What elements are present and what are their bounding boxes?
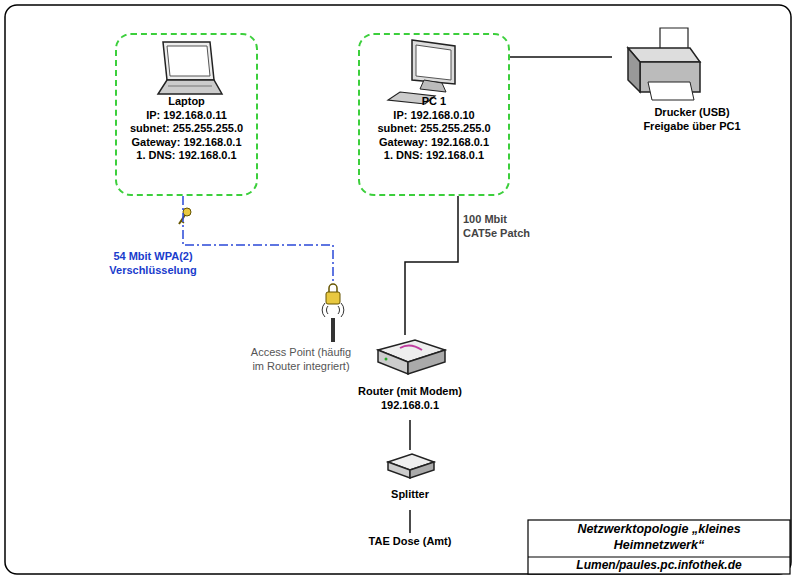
node-text: 192.168.0.1 [350,399,470,413]
node-text: Freigabe über PC1 [612,120,772,134]
connector-line [405,196,458,335]
pc-icon [388,40,455,104]
node-text: TAE Dose (Amt) [340,535,480,549]
access-point-icon [322,284,344,342]
node-text: Router (mit Modem) [350,385,470,399]
key-icon [179,208,191,224]
node-text: subnet: 255.255.255.0 [117,122,256,136]
node-text: PC 1 [360,95,508,109]
wall-socket-node: TAE Dose (Amt) [340,533,480,557]
connector-line [510,56,612,58]
edge-label: 100 Mbit CAT5e Patch [463,213,543,240]
connector-line [183,196,333,282]
title-text: Netzwerktopologie „kleines Heimnetzwerk“ [563,521,755,553]
node-text: Access Point (häufig im Router integrier… [245,346,358,373]
node-text: Gateway: 192.168.0.1 [360,136,508,150]
printer-icon [628,28,700,100]
node-text: 1. DNS: 192.168.0.1 [117,149,256,163]
edge-label: 54 Mbit WPA(2) Verschlüsselung [70,250,236,277]
connector-line [409,420,411,450]
access-point-node: Access Point (häufig im Router integrier… [245,282,358,382]
laptop-icon [158,42,222,94]
node-text: Laptop [117,95,256,109]
node-text: Drucker (USB) [612,106,772,120]
node-text: subnet: 255.255.255.0 [360,122,508,136]
outer-frame [5,5,791,574]
device-box: LaptopIP: 192.168.0.11subnet: 255.255.25… [115,33,258,196]
caption-text: Lumen/paules.pc.infothek.de [528,558,790,573]
printer-node: Drucker (USB)Freigabe über PC1 [612,35,772,141]
node-text: Gateway: 192.168.0.1 [117,136,256,150]
node-text: 1. DNS: 192.168.0.1 [360,149,508,163]
router-node: Router (mit Modem)192.168.0.1 [350,335,470,420]
title-block-frame [528,520,790,574]
splitter-icon [388,454,434,478]
node-text: Splitter [370,488,450,502]
device-box: PC 1IP: 192.168.0.10subnet: 255.255.255.… [358,33,510,196]
node-text: IP: 192.168.0.10 [360,109,508,123]
connector-line [409,510,411,533]
splitter-node: Splitter [370,450,450,510]
router-icon [378,340,445,374]
node-text: IP: 192.168.0.11 [117,109,256,123]
